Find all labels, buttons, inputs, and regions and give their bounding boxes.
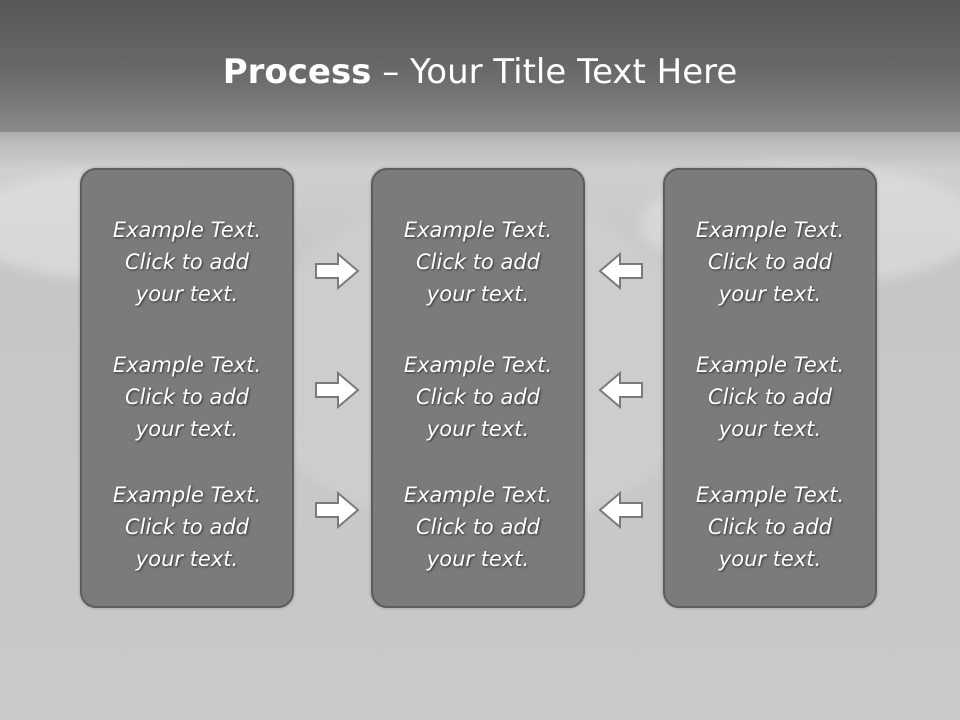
process-box-right[interactable]: Example Text. Click to add your text. Ex… [663,168,877,608]
text-line: your text. [135,547,239,571]
text-line: your text. [135,282,239,306]
text-line: Example Text. [112,483,262,507]
text-line: Click to add [124,515,249,539]
text-line: Click to add [124,385,249,409]
left-arrow-icon [598,370,643,410]
text-line: Click to add [707,515,832,539]
text-block[interactable]: Example Text. Click to add your text. [373,214,583,310]
right-arrow-icon [315,370,360,410]
header-band [0,0,960,132]
text-line: Click to add [415,385,540,409]
text-line: your text. [718,282,822,306]
title-rest: – Your Title Text Here [371,52,738,92]
text-line: Example Text. [112,218,262,242]
text-line: Click to add [707,385,832,409]
text-block[interactable]: Example Text. Click to add your text. [82,214,292,310]
text-block[interactable]: Example Text. Click to add your text. [665,349,875,445]
text-block[interactable]: Example Text. Click to add your text. [82,349,292,445]
text-line: Click to add [415,250,540,274]
text-line: Click to add [415,515,540,539]
title-strong: Process [222,52,372,92]
text-block[interactable]: Example Text. Click to add your text. [665,479,875,575]
process-box-left[interactable]: Example Text. Click to add your text. Ex… [80,168,294,608]
text-block[interactable]: Example Text. Click to add your text. [665,214,875,310]
left-arrow-icon [598,490,643,530]
right-arrow-icon [315,251,360,291]
text-line: your text. [135,417,239,441]
text-line: Example Text. [695,218,845,242]
text-line: your text. [718,417,822,441]
text-line: Example Text. [695,483,845,507]
text-line: Click to add [124,250,249,274]
text-block[interactable]: Example Text. Click to add your text. [373,349,583,445]
text-block[interactable]: Example Text. Click to add your text. [82,479,292,575]
text-line: your text. [718,547,822,571]
text-line: Example Text. [403,353,553,377]
text-line: your text. [426,282,530,306]
text-line: Example Text. [403,483,553,507]
text-line: Example Text. [112,353,262,377]
slide-title[interactable]: Process – Your Title Text Here [0,52,960,92]
text-line: Example Text. [403,218,553,242]
right-arrow-icon [315,490,360,530]
left-arrow-icon [598,251,643,291]
text-line: Example Text. [695,353,845,377]
text-line: your text. [426,547,530,571]
text-line: your text. [426,417,530,441]
text-line: Click to add [707,250,832,274]
text-block[interactable]: Example Text. Click to add your text. [373,479,583,575]
process-box-center[interactable]: Example Text. Click to add your text. Ex… [371,168,585,608]
